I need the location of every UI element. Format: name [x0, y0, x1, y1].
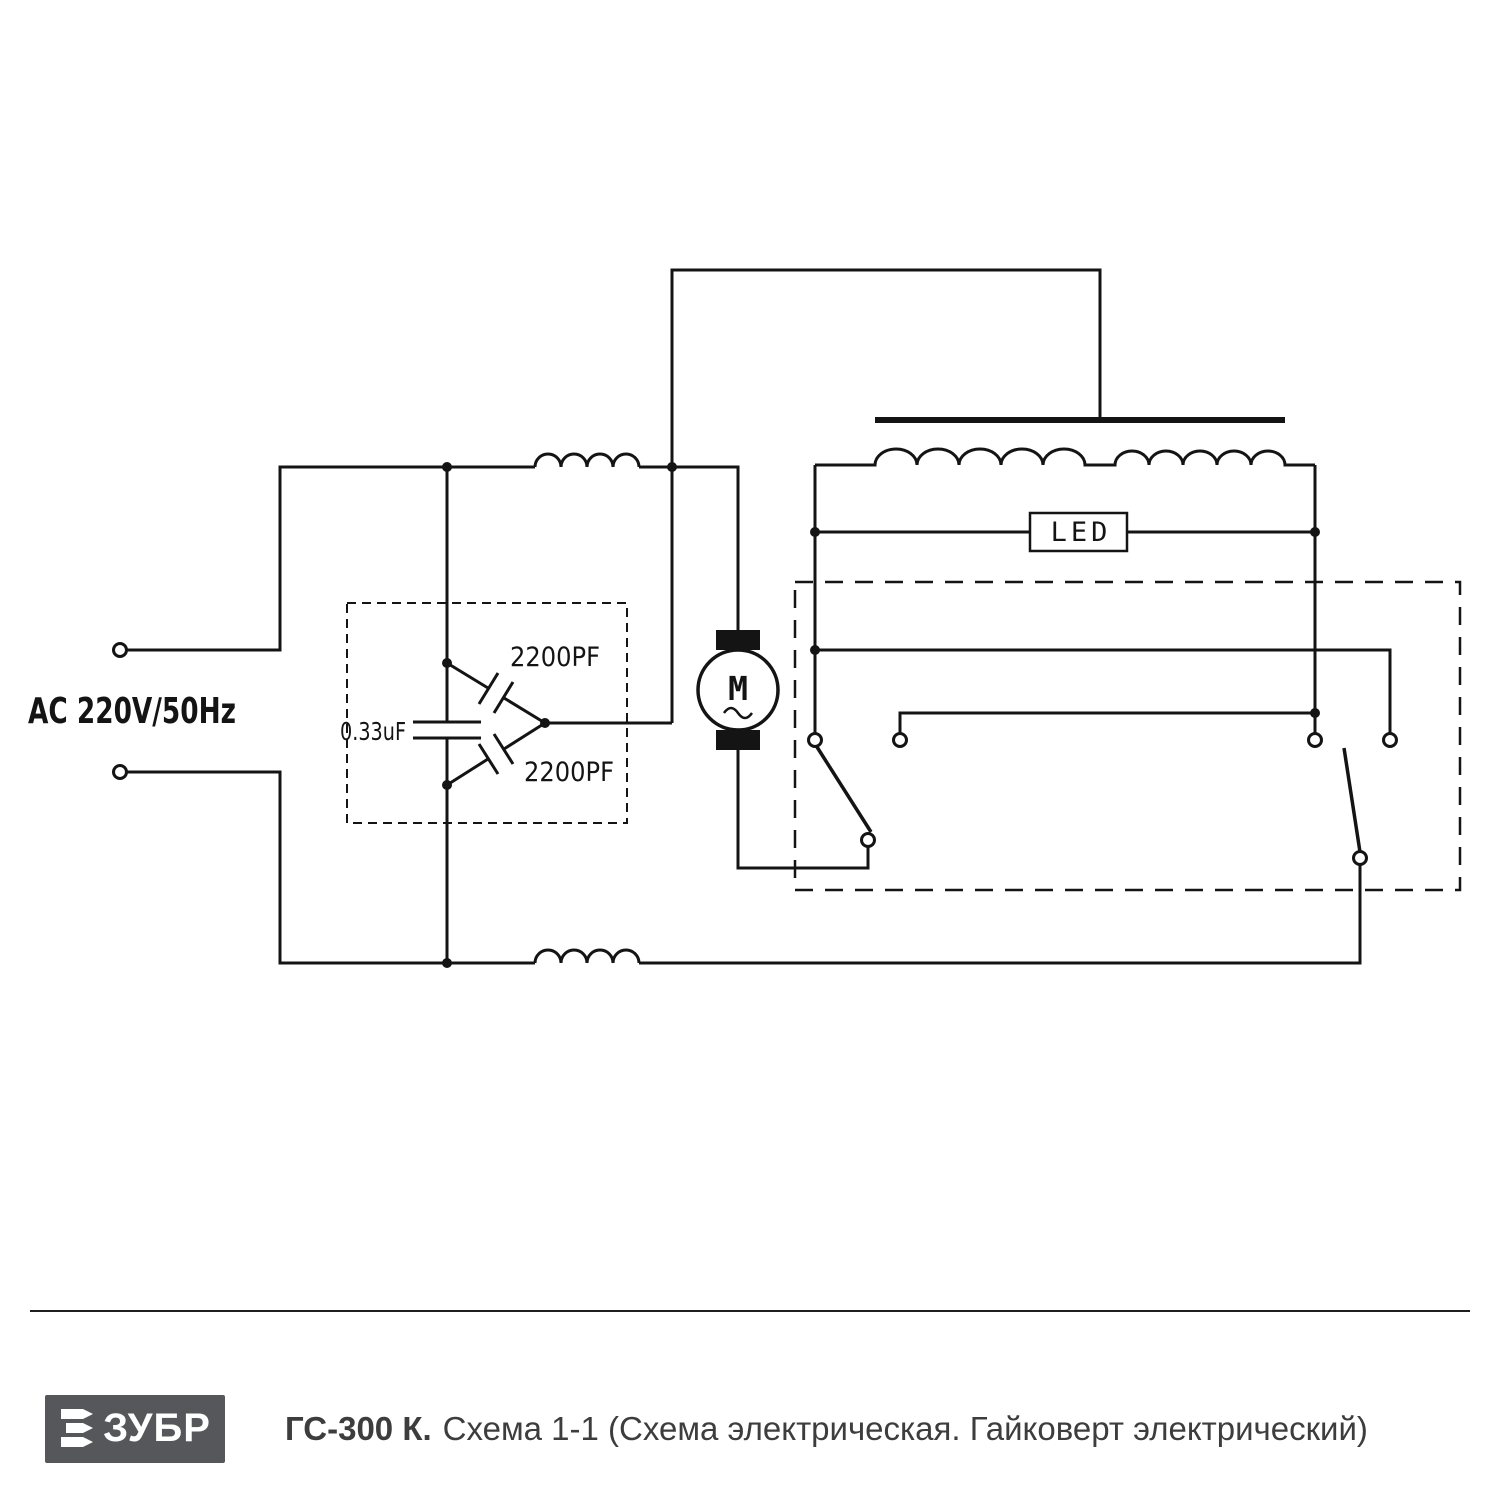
junction-dots	[442, 462, 1320, 968]
cap-top-wires	[446, 661, 546, 725]
switch-terminal	[807, 732, 823, 748]
zubr-logo-text: ЗУБР	[103, 1406, 211, 1450]
choke-bottom-coil	[533, 948, 641, 964]
power-label: AC 220V/50Hz	[28, 691, 236, 732]
switch-terminal	[860, 832, 876, 848]
motor-ac-tilde-icon	[722, 706, 754, 720]
switch-right-blade	[1342, 747, 1362, 853]
cap-bottom-plates	[477, 733, 515, 775]
junction-dot	[1310, 708, 1320, 718]
junction-dot	[442, 780, 452, 790]
caption-text: Схема 1-1 (Схема электрическая. Гайковер…	[442, 1410, 1368, 1447]
cap-main-label: 0.33uF	[340, 717, 406, 746]
wire-switch-cross-upper	[815, 648, 1392, 740]
cap-top-label: 2200PF	[510, 642, 600, 673]
led-label: LED	[1051, 517, 1112, 548]
switch-left-blade	[815, 746, 873, 833]
motor-letter: M	[728, 669, 748, 708]
junction-dot	[442, 462, 452, 472]
junction-dot	[442, 958, 452, 968]
input-terminal	[112, 764, 128, 780]
switch-terminal	[892, 732, 908, 748]
filter-block-box	[346, 602, 628, 824]
wiring	[120, 268, 1392, 965]
junction-dot	[810, 645, 820, 655]
junction-dot	[540, 718, 550, 728]
wire-overhead-link	[670, 268, 1102, 723]
cap-bottom-wires	[446, 721, 546, 787]
wire-top-to-motor	[639, 465, 740, 630]
switch-terminal	[1352, 850, 1368, 866]
junction-dot	[1310, 527, 1320, 537]
junction-dot	[810, 527, 820, 537]
motor-symbol: M	[696, 630, 780, 750]
motor-body	[696, 648, 780, 732]
footer-caption: ГС-300 К. Схема 1-1 (Схема электрическая…	[285, 1395, 1368, 1463]
cap-main-plates	[413, 720, 481, 740]
wire-input-top	[120, 465, 535, 652]
switch-terminal	[1382, 732, 1398, 748]
junction-dot	[442, 658, 452, 668]
wire-bottom-to-switch	[639, 864, 1362, 965]
wire-motor-to-switch	[736, 750, 870, 870]
footer-divider	[30, 1310, 1470, 1312]
terminals	[112, 642, 1398, 866]
cap-bottom-label: 2200PF	[524, 757, 614, 788]
cap-top-plates	[477, 672, 515, 714]
led-box	[1028, 511, 1129, 553]
switch-terminal	[1307, 732, 1323, 748]
motor-brush-bottom	[716, 730, 760, 750]
led-indicator: LED	[1028, 511, 1129, 553]
choke-top-coil	[533, 452, 641, 468]
reversing-switch-box	[793, 580, 1462, 892]
wire-input-bottom	[120, 770, 535, 965]
input-terminal	[112, 642, 128, 658]
wire-switch-cross-lower	[898, 711, 1315, 740]
zubr-logo-icon	[61, 1409, 94, 1447]
zubr-logo: ЗУБР	[45, 1395, 225, 1463]
schematic-labels: AC 220V/50Hz 0.33uF 2200PF 2200PF	[28, 642, 614, 788]
field-winding-coil	[815, 447, 1315, 467]
junction-dot	[667, 462, 677, 472]
motor-brush-top	[716, 630, 760, 650]
model-label: ГС-300 К.	[285, 1410, 432, 1447]
